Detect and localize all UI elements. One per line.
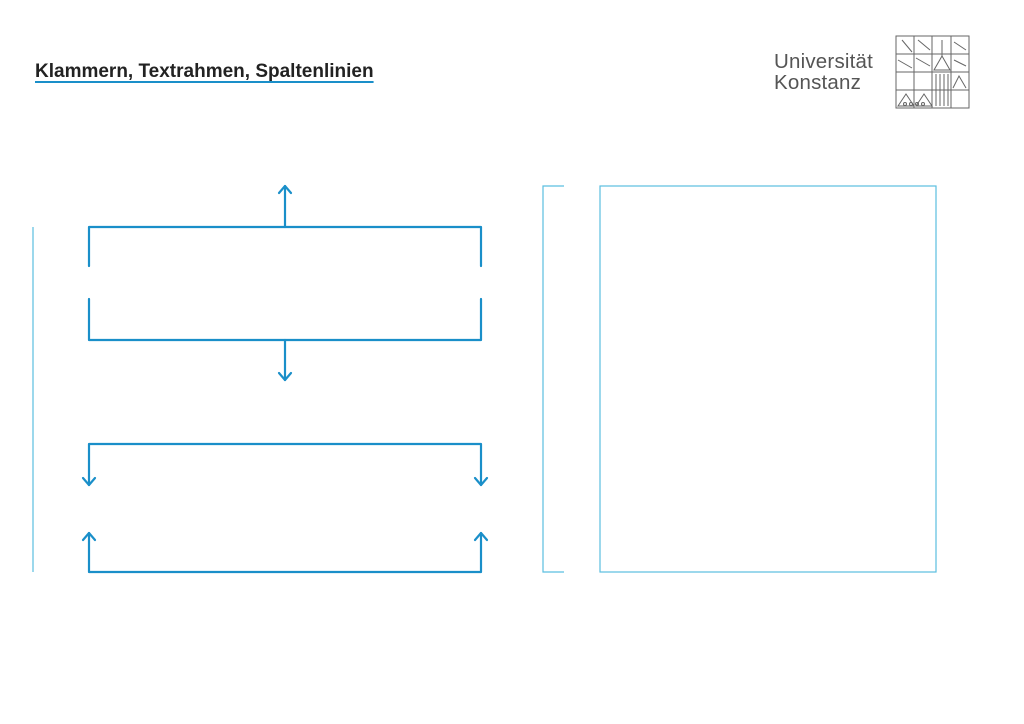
bracket-bottom: [87, 297, 483, 382]
logo-line-1: Universität: [774, 50, 874, 73]
text-frame: [599, 185, 937, 573]
bracket-arrows-down: [81, 442, 489, 487]
arrow-up-icon: [81, 531, 97, 542]
arrow-down-icon: [277, 338, 293, 382]
bracket-top: [87, 184, 483, 268]
arrow-down-icon: [81, 476, 97, 487]
arrow-up-icon: [473, 531, 489, 542]
logo-line-2: Konstanz: [774, 71, 862, 94]
page-title: Klammern, Textrahmen, Spaltenlinien: [35, 61, 374, 82]
arrow-down-icon: [473, 476, 489, 487]
bracket-arrows-up: [81, 531, 489, 574]
arrow-up-icon: [277, 184, 293, 229]
column-bracket: [542, 185, 564, 573]
logo-wordmark: Universität Konstanz: [774, 51, 873, 93]
